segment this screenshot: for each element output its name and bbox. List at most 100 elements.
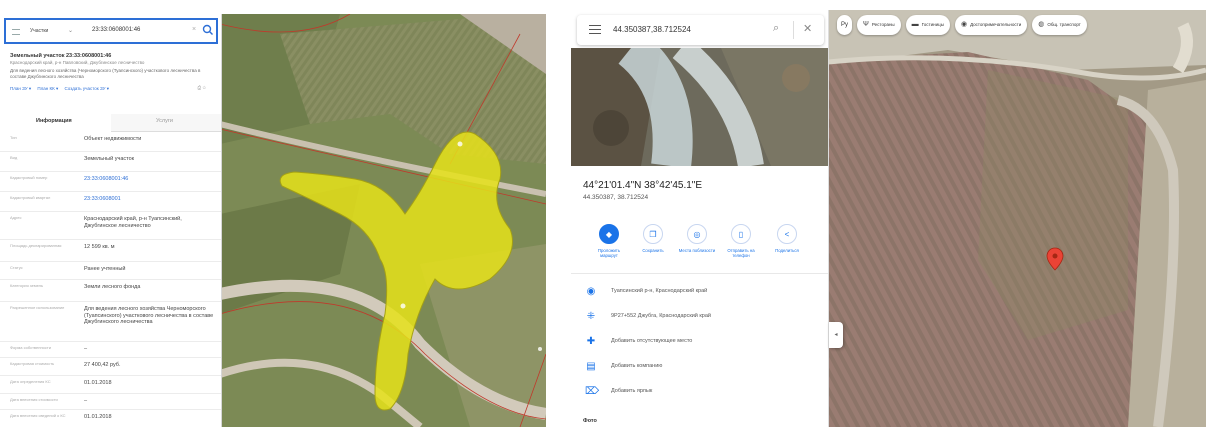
nearby-icon: ◎ bbox=[687, 224, 707, 244]
parcel-info-panel: Участки ⌄ 23:33:0608001:46 × Земельный у… bbox=[0, 14, 222, 427]
search-icon[interactable] bbox=[202, 23, 214, 37]
satellite-map-canvas[interactable] bbox=[828, 10, 1206, 427]
attribute-row: Разрешенное использование Для ведения лес… bbox=[0, 302, 221, 342]
list-item[interactable]: ⌦Добавить ярлык bbox=[571, 380, 828, 405]
map-pin-icon bbox=[1046, 247, 1064, 271]
close-icon[interactable]: ✕ bbox=[803, 23, 813, 35]
search-type-select[interactable]: Участки bbox=[30, 28, 49, 34]
list-item[interactable]: ▤ Добавить компанию bbox=[571, 355, 828, 380]
parcel-description: Для ведения лесного хозяйства (Черноморс… bbox=[10, 68, 201, 79]
business-icon: ▤ bbox=[586, 361, 596, 372]
attribute-key: Площадь декларированная bbox=[10, 243, 62, 248]
action-nearby[interactable]: ◎ Места поблизости bbox=[677, 224, 717, 253]
attribute-row: Кадастровый квартал 23:33:0608001 bbox=[0, 192, 221, 212]
attribute-key: Категория земель bbox=[10, 283, 44, 288]
attribute-row: Площадь декларированная 12 599 кв. м bbox=[0, 240, 221, 262]
land-parcel-polygon bbox=[279, 131, 513, 411]
add-place-icon: ✚ bbox=[586, 336, 596, 347]
list-item-text: Добавить компанию bbox=[611, 363, 663, 369]
language-chip[interactable]: Ру bbox=[837, 15, 853, 35]
attribute-value[interactable]: 23:33:0608001:46 bbox=[84, 176, 129, 182]
plus-code-icon: ⁜ bbox=[586, 311, 596, 322]
chevron-down-icon[interactable]: ⌄ bbox=[68, 28, 74, 34]
maps-search-box[interactable]: 44.350387,38.712524 ⌕ ✕ bbox=[577, 15, 824, 45]
search-icon[interactable]: ⌕ bbox=[773, 22, 780, 34]
action-share[interactable]: <Поделиться bbox=[767, 224, 807, 253]
attribute-key: Кадастровый квартал bbox=[10, 195, 51, 200]
place-photo[interactable] bbox=[571, 48, 829, 166]
create-parcel-link[interactable]: Создать участок ЗУ ▾ bbox=[64, 86, 109, 91]
cadastral-map-view: Участки ⌄ 23:33:0608001:46 × Земельный у… bbox=[0, 14, 546, 427]
attribute-row: Тип Объект недвижимости bbox=[0, 132, 221, 152]
attribute-key: Дата внесения стоимости bbox=[10, 397, 58, 402]
attribute-value[interactable]: 23:33:0608001 bbox=[84, 196, 121, 202]
attribute-value: Земли лесного фонда bbox=[84, 284, 141, 290]
list-item-text: Туапсинский р-н, Краснодарский край bbox=[611, 288, 708, 294]
list-item[interactable]: ◉Туапсинский р-н, Краснодарский край bbox=[571, 280, 828, 305]
place-side-panel: 44.350387,38.712524 ⌕ ✕ 44°21'01.4"N 38°… bbox=[571, 10, 829, 427]
tab-services[interactable]: Услуги bbox=[156, 118, 173, 124]
attribute-value: Земельный участок bbox=[84, 156, 135, 162]
list-item[interactable]: ⁜9P27+552 Джубга, Краснодарский край bbox=[571, 305, 828, 330]
active-tab-background bbox=[0, 114, 111, 132]
maps-search-bar: 44.350387,38.712524 ⌕ ✕ bbox=[571, 10, 828, 48]
parcel-subtitle: Краснодарский край, р-н Павловский, Джуб… bbox=[10, 60, 145, 65]
plan-kk-link[interactable]: План КК ▾ bbox=[37, 86, 59, 91]
print-icon[interactable]: ⎙ ☆ bbox=[197, 85, 206, 90]
category-label: Достопримечательности bbox=[970, 22, 1022, 27]
category-chip[interactable]: ◉Достопримечательности bbox=[954, 15, 1028, 35]
photos-heading: Фото bbox=[583, 418, 597, 424]
action-phone[interactable]: ▯ Отправить на телефон bbox=[721, 224, 761, 258]
cadastral-number-input[interactable]: 23:33:0608001:46 bbox=[92, 27, 141, 33]
bookmark-icon: ❐ bbox=[643, 224, 663, 244]
attribute-key: Вид bbox=[10, 155, 18, 160]
attribute-key: Кадастровый номер bbox=[10, 175, 48, 180]
menu-icon[interactable] bbox=[12, 29, 20, 35]
parcel-title: Земельный участок 23:33:0608001:46 bbox=[10, 53, 112, 59]
attribute-key: Дата определения КС bbox=[10, 379, 51, 384]
place-actions-row: ◆Проложить маршрут ❐ Сохранить ◎ Места побли… bbox=[571, 218, 828, 274]
action-label: Места поблизости bbox=[678, 248, 716, 253]
plan-zu-link[interactable]: План ЗУ ▾ bbox=[10, 86, 32, 91]
category-chip[interactable]: ▬Гостиницы bbox=[905, 15, 950, 35]
coordinates-decimal[interactable]: 44.350387, 38.712524 bbox=[583, 194, 649, 201]
coordinates-dms: 44°21'01.4"N 38°42'45.1"E bbox=[583, 180, 703, 191]
tab-information[interactable]: Информация bbox=[36, 118, 72, 124]
action-label: Сохранить bbox=[642, 248, 664, 253]
attribute-value: Для ведения лесного хозяйства Черноморск… bbox=[84, 306, 214, 325]
directions-icon: ◆ bbox=[599, 224, 619, 244]
list-item-text: Добавить отсутствующее место bbox=[611, 338, 693, 344]
category-icon: ◍ bbox=[1038, 21, 1045, 28]
attribute-row: Дата внесения стоимости– bbox=[0, 394, 221, 410]
list-item[interactable]: ✚ Добавить отсутствующее место bbox=[571, 330, 828, 355]
cadastral-search-bar[interactable]: Участки ⌄ 23:33:0608001:46 × bbox=[4, 18, 218, 44]
category-chip[interactable]: ◍Общ. транспорт bbox=[1032, 15, 1087, 35]
action-directions[interactable]: ◆Проложить маршрут bbox=[589, 224, 629, 258]
hamburger-menu-icon[interactable] bbox=[589, 25, 601, 34]
clear-icon[interactable]: × bbox=[192, 26, 197, 33]
parcel-action-links: План ЗУ ▾ План КК ▾ Создать участок ЗУ ▾… bbox=[10, 85, 215, 92]
action-label: Отправить на телефон bbox=[727, 248, 755, 258]
parcel-tabs: Информация Услуги bbox=[0, 114, 221, 132]
share-icon: < bbox=[777, 224, 797, 244]
attribute-value: Объект недвижимости bbox=[84, 136, 142, 142]
collapse-panel-button[interactable]: ◂ bbox=[829, 322, 843, 348]
attribute-value: 12 599 кв. м bbox=[84, 244, 115, 250]
attribute-key: Разрешенное использование bbox=[10, 305, 65, 310]
attribute-key: Тип bbox=[10, 135, 17, 140]
maps-search-input[interactable]: 44.350387,38.712524 bbox=[613, 25, 691, 34]
category-label: Гостиницы bbox=[921, 22, 944, 27]
divider bbox=[793, 21, 794, 39]
action-bookmark[interactable]: ❐ Сохранить bbox=[633, 224, 673, 253]
category-icon: ▬ bbox=[911, 21, 919, 28]
phone-icon: ▯ bbox=[731, 224, 751, 244]
cadastral-map-canvas[interactable] bbox=[220, 14, 546, 427]
attribute-value: 01.01.2018 bbox=[84, 380, 112, 386]
attribute-row: Дата определения КС 01.01.2018 bbox=[0, 376, 221, 394]
